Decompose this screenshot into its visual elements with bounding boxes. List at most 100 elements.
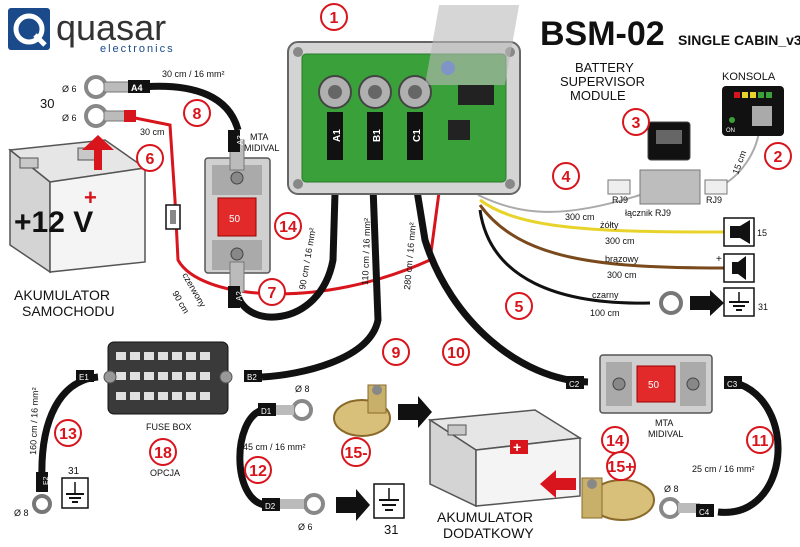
label-c1: C1 <box>412 129 423 142</box>
svg-text:5: 5 <box>515 299 524 316</box>
label-plus12v: +12 V <box>14 206 93 239</box>
console-label: KONSOLA <box>722 71 776 83</box>
akum1-line1: AKUMULATOR <box>14 287 110 303</box>
badge-15-minus: 15- <box>341 437 371 467</box>
mta-fuse-2 <box>599 354 713 414</box>
label-cable-25: 25 cm / 16 mm² <box>692 464 755 474</box>
label-a1: A1 <box>332 129 343 142</box>
supervisor-module <box>287 5 521 195</box>
label-czerwony-len: 90 cm <box>170 289 191 315</box>
badge-14b: 14 <box>601 426 629 454</box>
svg-text:3: 3 <box>632 115 641 132</box>
label-cable-90: 90 cm / 16 mm² <box>297 227 318 290</box>
rj9-coupler <box>639 169 701 205</box>
mta2-line2: MIDIVAL <box>648 429 683 439</box>
ground-icon-e2 <box>61 477 89 509</box>
svg-text:11: 11 <box>752 433 769 450</box>
module-line1: BATTERY <box>575 60 634 75</box>
arrow-red-icon <box>540 470 576 498</box>
svg-text:15-: 15- <box>344 445 367 462</box>
akum2-line2: DODATKOWY <box>443 525 534 541</box>
arrow-icon-2 <box>398 396 432 428</box>
mta1-line2: MIDIVAL <box>244 143 279 153</box>
label-fuse50b: 50 <box>648 380 660 391</box>
akum1-line2: SAMOCHODU <box>22 303 115 319</box>
brand-name: quasar <box>56 7 166 48</box>
label-cable-a4: 30 cm / 16 mm² <box>162 69 225 79</box>
label-a2: A2 <box>235 291 244 301</box>
car-battery: + +12 V <box>8 135 147 274</box>
brand-logo: quasar electronics <box>8 7 175 55</box>
fuse-box <box>103 341 233 415</box>
badges: 1 2 3 4 5 6 7 8 9 10 11 12 13 14 14 15- … <box>54 3 792 484</box>
svg-text:12: 12 <box>249 463 267 480</box>
svg-text:7: 7 <box>268 285 277 302</box>
console-display <box>722 86 784 136</box>
badge-2: 2 <box>764 142 792 170</box>
rj9-adapter-3 <box>647 121 691 161</box>
brand-sub: electronics <box>100 43 175 55</box>
label-c3: C3 <box>727 380 738 389</box>
label-b2: B2 <box>247 373 257 382</box>
rj9-plug-right <box>704 179 728 195</box>
label-e1: E1 <box>79 373 89 382</box>
badge-11: 11 <box>746 426 774 454</box>
label-czarny: czarny <box>592 290 619 300</box>
badge-12: 12 <box>244 456 272 484</box>
ground-icon <box>723 287 755 317</box>
svg-text:4: 4 <box>562 169 571 186</box>
badge-7: 7 <box>258 278 286 306</box>
label-zolty-len: 300 cm <box>605 236 635 246</box>
label-phi6-a: Ø 6 <box>62 84 77 94</box>
label-brazowy: brązowy <box>605 254 639 264</box>
label-a3: A3 <box>236 135 245 145</box>
label-lacznik: łącznik RJ9 <box>625 208 671 218</box>
label-e2: E2 <box>43 476 50 485</box>
module-line3: MODULE <box>570 88 626 103</box>
label-brazowy-len: 300 cm <box>607 270 637 280</box>
label-thirty: 30 <box>40 96 54 111</box>
label-phi6-d2: Ø 6 <box>298 522 313 532</box>
rj9-plug-left <box>607 179 631 195</box>
badge-1: 1 <box>320 3 348 31</box>
module-line2: SUPERVISOR <box>560 74 645 89</box>
badge-6: 6 <box>136 144 164 172</box>
label-t15: 15 <box>757 228 767 238</box>
mta1-line1: MTA <box>250 132 268 142</box>
mta2-line1: MTA <box>655 418 673 428</box>
label-phi8-d1: Ø 8 <box>295 384 310 394</box>
label-zolty: żółty <box>600 220 619 230</box>
ground-icon-d2 <box>373 483 405 519</box>
label-d2: D2 <box>265 502 276 511</box>
arrow-icon-3 <box>336 489 370 521</box>
label-t31c: 31 <box>384 522 398 537</box>
horn-icon <box>723 217 755 247</box>
title-main: BSM-02 <box>540 15 665 53</box>
label-c4: C4 <box>699 508 710 517</box>
badge-5: 5 <box>505 292 533 320</box>
mta-fuse-1 <box>204 139 271 293</box>
label-cable-280: 280 cm / 16 mm² <box>402 222 418 290</box>
svg-text:13: 13 <box>59 426 77 443</box>
label-a4: A4 <box>131 83 143 93</box>
badge-4: 4 <box>552 162 580 190</box>
svg-text:+: + <box>716 254 722 265</box>
badge-9: 9 <box>382 338 410 366</box>
label-cable-110: 110 cm / 16 mm² <box>360 218 372 285</box>
svg-text:6: 6 <box>146 151 155 168</box>
console-on: ON <box>726 128 735 134</box>
title-sub: SINGLE CABIN_v3 <box>678 32 800 48</box>
arrow-icon <box>690 290 724 316</box>
label-c2: C2 <box>569 380 580 389</box>
label-rj9-b: RJ9 <box>706 195 722 205</box>
svg-text:9: 9 <box>392 345 401 362</box>
akum2-line1: AKUMULATOR <box>437 509 533 525</box>
badge-15-plus: 15+ <box>606 451 636 481</box>
svg-text:14: 14 <box>279 219 297 236</box>
label-cable-160: 160 cm / 16 mm² <box>28 387 40 455</box>
label-fuse50a: 50 <box>229 214 241 225</box>
svg-text:+: + <box>513 439 521 455</box>
clamp-positive <box>581 477 655 521</box>
aux-battery: + <box>427 409 583 508</box>
badge-14a: 14 <box>274 212 302 240</box>
